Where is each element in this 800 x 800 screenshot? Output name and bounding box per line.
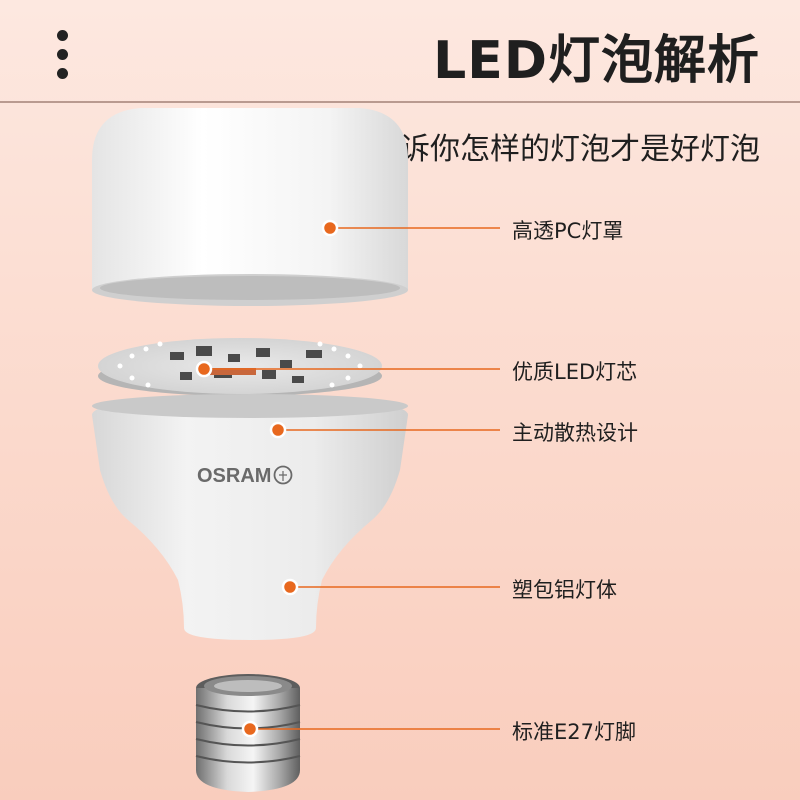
label-lamp-body: 塑包铝灯体 bbox=[512, 578, 617, 602]
menu-dots-icon[interactable] bbox=[54, 30, 70, 87]
callout-lines bbox=[204, 227, 500, 730]
lamp-body-part: OSRAM bbox=[92, 394, 408, 640]
page-subtitle: 告诉你怎样的灯泡才是好灯泡 bbox=[370, 132, 760, 167]
brand-bulb-icon bbox=[273, 465, 293, 485]
callout-dot bbox=[321, 219, 339, 237]
dot bbox=[56, 49, 68, 60]
dot bbox=[56, 30, 68, 41]
e27-base-part bbox=[195, 674, 301, 792]
led-board-part bbox=[98, 338, 382, 396]
label-pc-cover: 高透PC灯罩 bbox=[512, 219, 624, 243]
page-title: LED灯泡解析 bbox=[433, 31, 760, 91]
callout-dot bbox=[269, 421, 287, 439]
callout-dot bbox=[195, 360, 213, 378]
label-led-core: 优质LED灯芯 bbox=[512, 360, 638, 384]
callout-dot bbox=[281, 578, 299, 596]
dot bbox=[56, 68, 68, 79]
label-e27-base: 标准E27灯脚 bbox=[512, 720, 636, 744]
divider bbox=[0, 101, 800, 103]
callout-dot bbox=[241, 720, 259, 738]
pc-cover-part bbox=[92, 108, 408, 306]
brand-logo-text: OSRAM bbox=[197, 465, 271, 487]
label-heat-dissipation: 主动散热设计 bbox=[512, 421, 638, 445]
